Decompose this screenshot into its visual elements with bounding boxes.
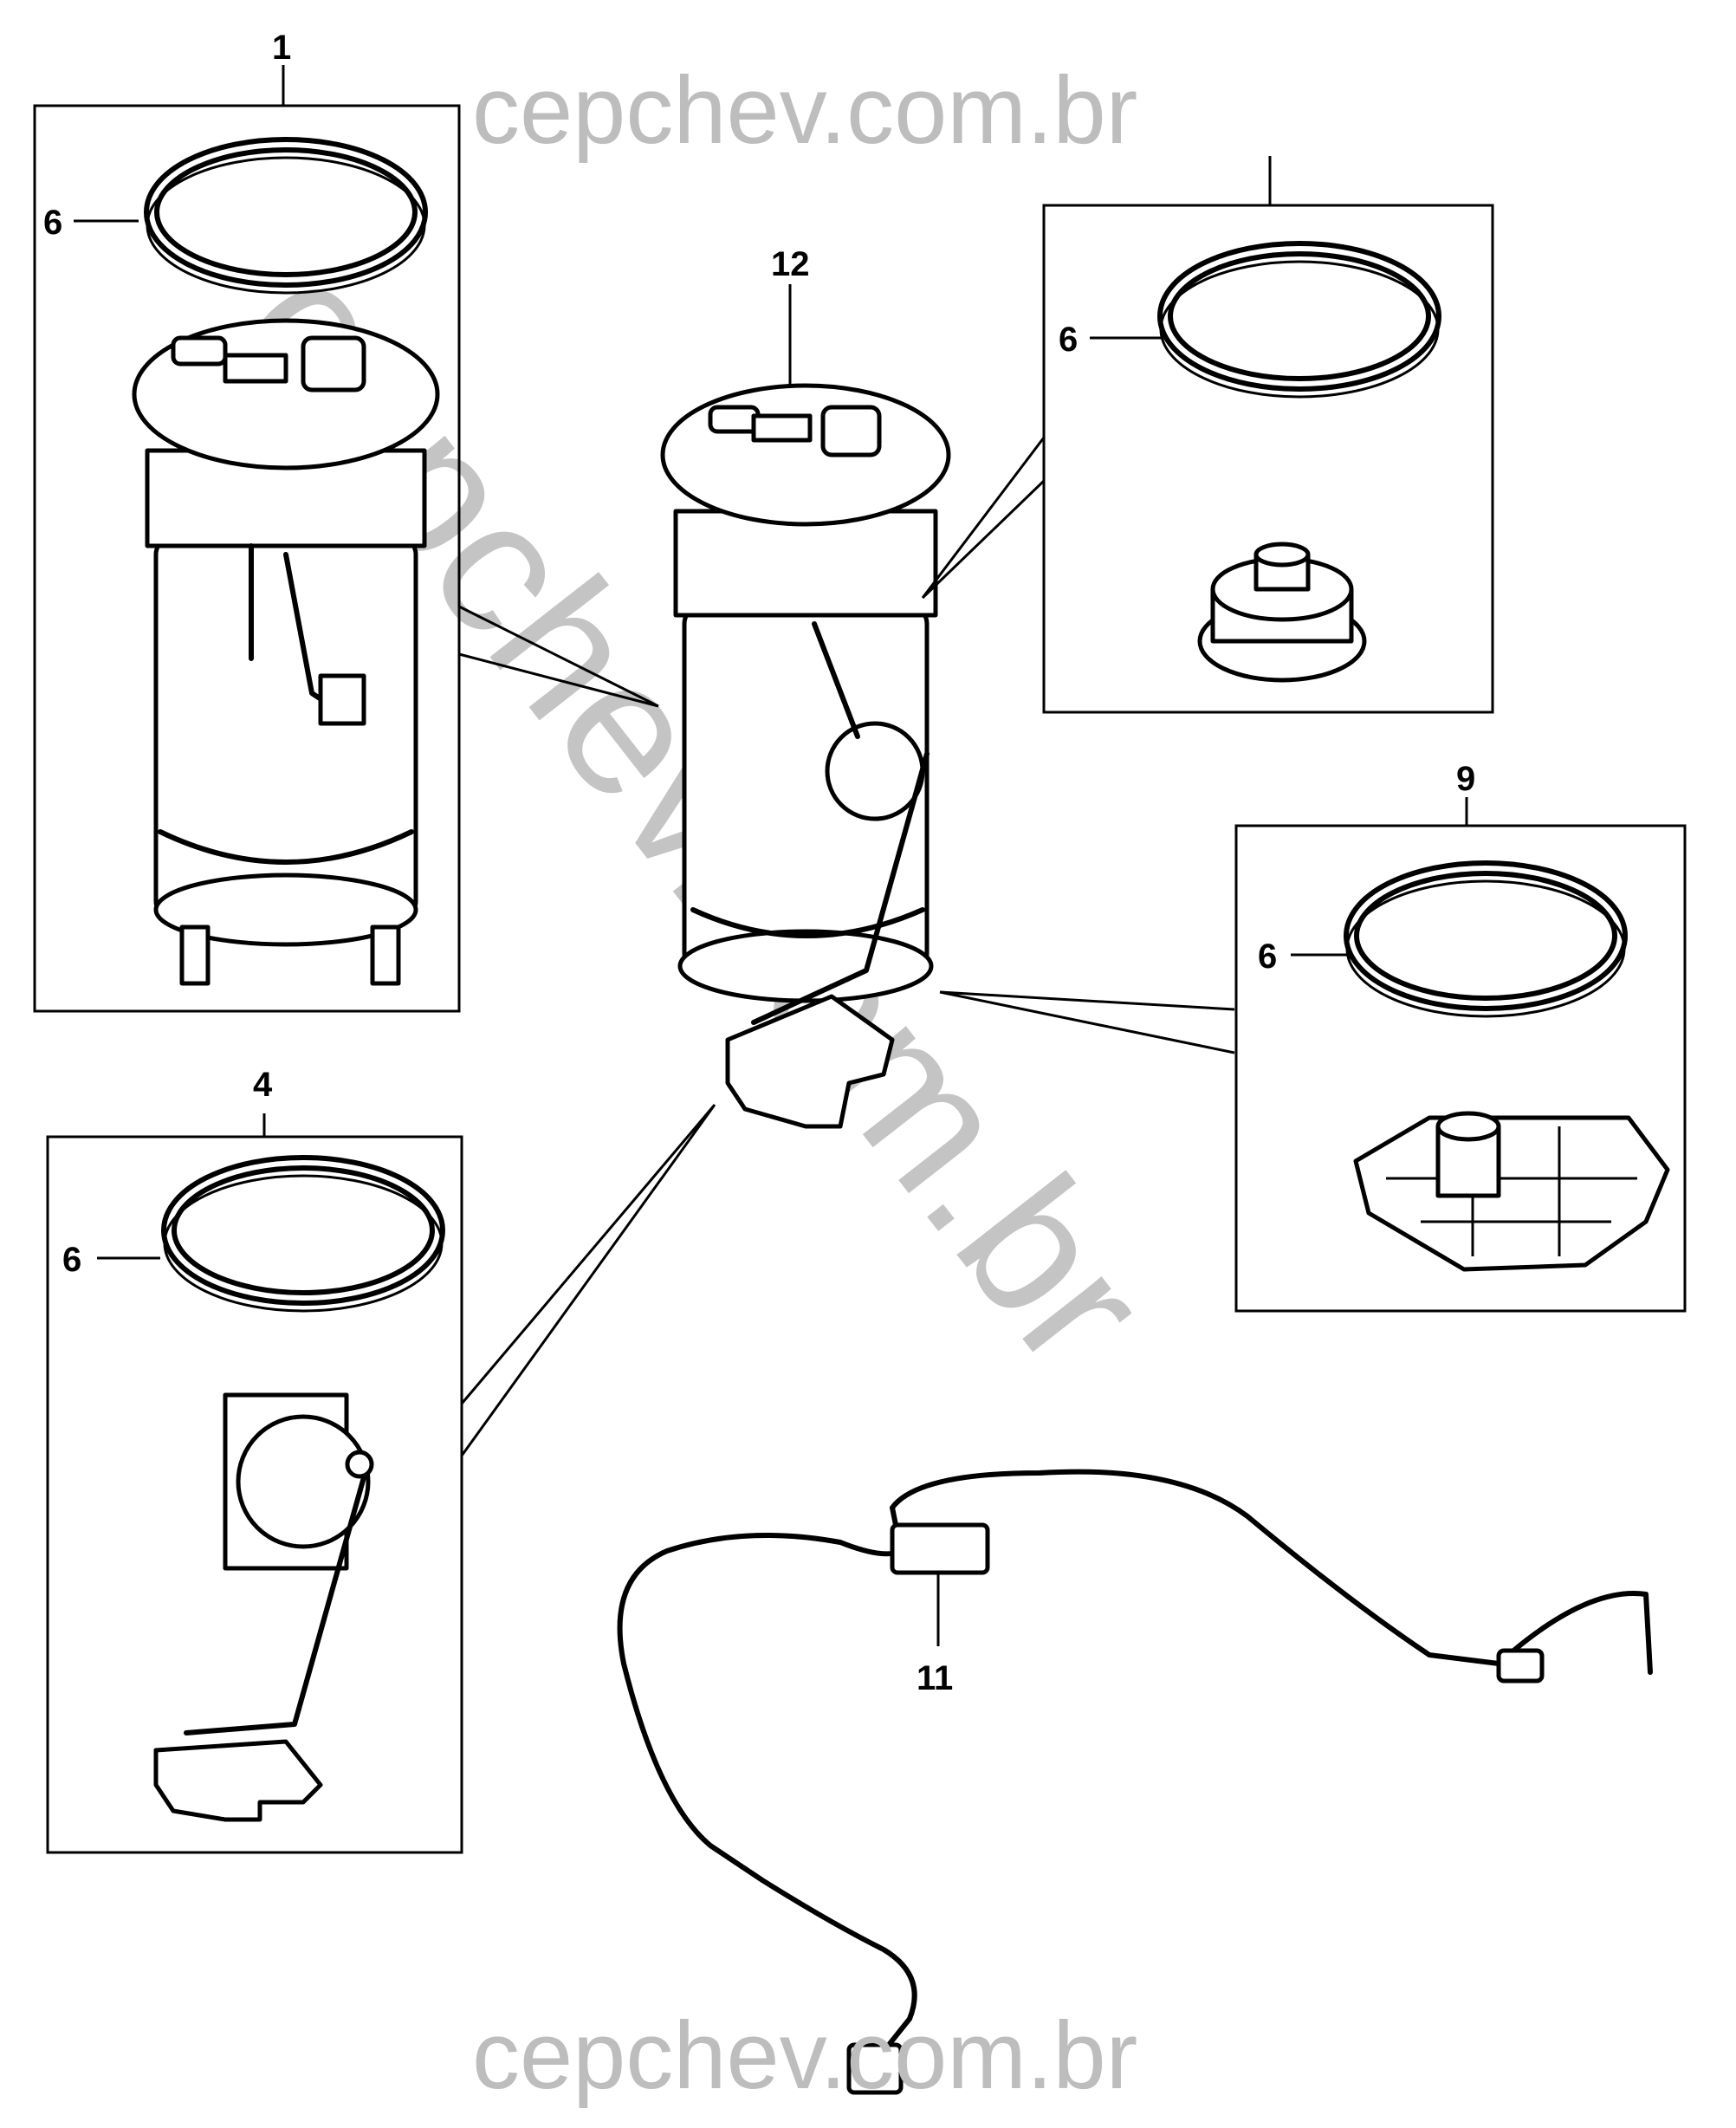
seal-ring-icon xyxy=(1344,860,1628,1018)
fuel-pump-assembly-12: 12 xyxy=(660,245,951,1129)
leader-line-top-right xyxy=(921,437,1046,600)
fuel-level-sender-icon xyxy=(153,1392,374,1822)
watermark-top: cepchev.com.br xyxy=(472,57,1137,164)
callout-12: 12 xyxy=(771,245,810,283)
leader-line-box4 xyxy=(460,1104,716,1457)
callout-6-box1: 6 xyxy=(43,204,62,242)
connector-icon xyxy=(1496,1648,1545,1684)
fuel-pump-module-icon xyxy=(132,318,440,986)
seal-ring-icon xyxy=(144,137,428,295)
leader-line-box9 xyxy=(939,990,1235,1054)
kit-9-box: 9 6 xyxy=(1234,760,1687,1313)
callout-6-box4: 6 xyxy=(62,1241,81,1279)
callout-9: 9 xyxy=(1456,760,1475,798)
kit-1-box: 1 6 xyxy=(33,29,461,1013)
callout-1: 1 xyxy=(272,29,291,67)
kit-pressure-regulator-box: 6 xyxy=(1042,156,1494,714)
wiring-harness-11: 11 xyxy=(617,1469,1653,2095)
wiring-harness-icon xyxy=(617,1533,917,2065)
connector-icon xyxy=(890,1522,990,1575)
seal-ring-icon xyxy=(161,1155,445,1313)
callout-4: 4 xyxy=(253,1066,273,1104)
callout-6-box9: 6 xyxy=(1258,937,1277,976)
callout-11: 11 xyxy=(917,1659,953,1697)
leader-line-box1 xyxy=(458,605,659,708)
pressure-regulator-icon xyxy=(1197,542,1367,683)
kit-4-box: 4 6 xyxy=(46,1066,463,1854)
fuel-pump-assembly-icon xyxy=(660,383,951,1129)
seal-ring-icon xyxy=(1157,241,1441,399)
watermark-bottom: cepchev.com.br xyxy=(472,2002,1137,2109)
connector-icon xyxy=(846,2042,904,2095)
fuel-strainer-icon xyxy=(1353,1111,1670,1272)
callout-6-top-right: 6 xyxy=(1059,321,1078,359)
